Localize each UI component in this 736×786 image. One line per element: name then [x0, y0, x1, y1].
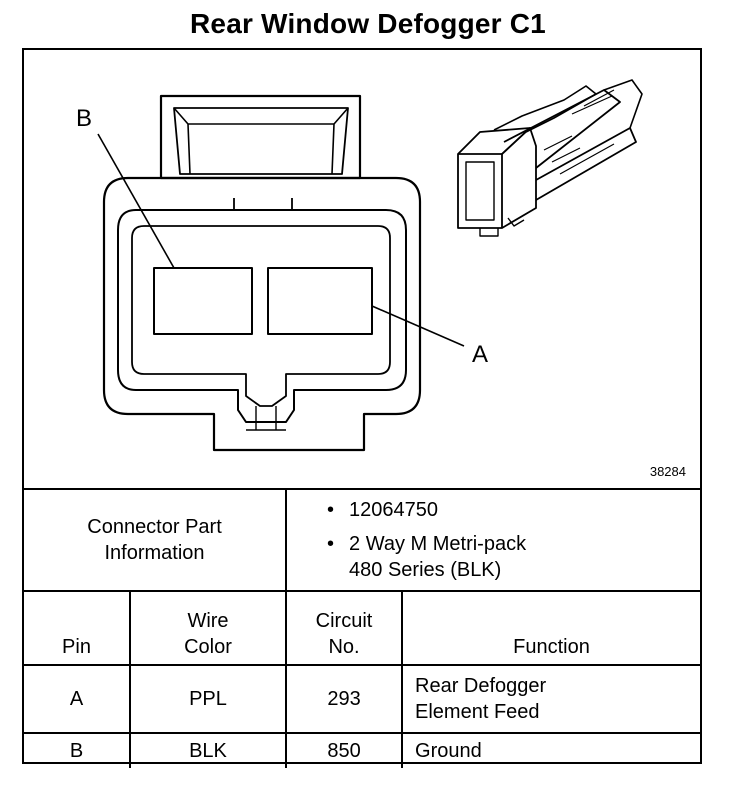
latch-inner — [173, 107, 349, 175]
header-circuit-no: Circuit No. — [285, 590, 404, 666]
circuit-cell: 293 — [285, 664, 404, 734]
wire-color-cell: BLK — [128, 732, 288, 768]
key-slot — [246, 406, 286, 431]
connector-face-view — [97, 94, 465, 452]
pin-cell: B — [24, 732, 131, 768]
terminal-cavity-a — [267, 267, 373, 335]
iso-body-front — [457, 153, 503, 229]
latch-bevel — [173, 107, 349, 175]
connector-part-info-values: 12064750 2 Way M Metri-pack 480 Series (… — [285, 488, 701, 592]
latch-tab — [233, 198, 293, 211]
connector-outer-body — [102, 176, 422, 452]
iso-latch-arm — [493, 85, 597, 133]
part-number: 12064750 — [327, 497, 700, 523]
connector-isometric-view — [457, 79, 643, 237]
table-header-row: Pin Wire Color Circuit No. Function — [24, 590, 701, 666]
function-cell: Ground — [401, 732, 701, 768]
table-row: A PPL 293 Rear Defogger Element Feed — [24, 664, 701, 734]
terminal-cavity-b — [153, 267, 253, 335]
connector-sheet: B A 38284 Connector Part Information 120… — [22, 48, 702, 768]
iso-body-front-inner — [465, 161, 495, 221]
connector-figure: B A 38284 — [24, 50, 700, 488]
header-wire-color: Wire Color — [128, 590, 288, 666]
iso-latch-slot — [571, 89, 615, 115]
iso-end-cap — [603, 79, 643, 129]
iso-body-top — [457, 127, 531, 155]
page-title: Rear Window Defogger C1 — [190, 8, 546, 39]
connector-cavity — [131, 225, 391, 407]
header-pin: Pin — [24, 590, 131, 666]
leader-line-b — [97, 133, 175, 269]
function-cell: Rear Defogger Element Feed — [401, 664, 701, 734]
connector-description: 2 Way M Metri-pack 480 Series (BLK) — [327, 531, 700, 583]
pin-cell: A — [24, 664, 131, 734]
circuit-cell: 850 — [285, 732, 404, 768]
callout-a: A — [472, 341, 488, 368]
table-row: B BLK 850 Ground — [24, 732, 701, 768]
connector-drawing: B A — [76, 79, 643, 452]
iso-cable-lower — [535, 127, 637, 201]
connector-info-table: Connector Part Information 12064750 2 Wa… — [24, 488, 701, 768]
connector-part-info-label: Connector Part Information — [24, 488, 288, 592]
iso-tab — [479, 217, 525, 237]
leader-line-a — [371, 305, 465, 347]
callout-b: B — [76, 105, 92, 132]
wire-color-cell: PPL — [128, 664, 288, 734]
iso-ridge — [543, 135, 615, 175]
connector-inner-body — [117, 209, 407, 423]
iso-body-side — [501, 127, 537, 229]
header-function: Function — [401, 590, 701, 666]
connector-part-info-row: Connector Part Information 12064750 2 Wa… — [24, 488, 701, 592]
figure-id: 38284 — [649, 464, 686, 479]
